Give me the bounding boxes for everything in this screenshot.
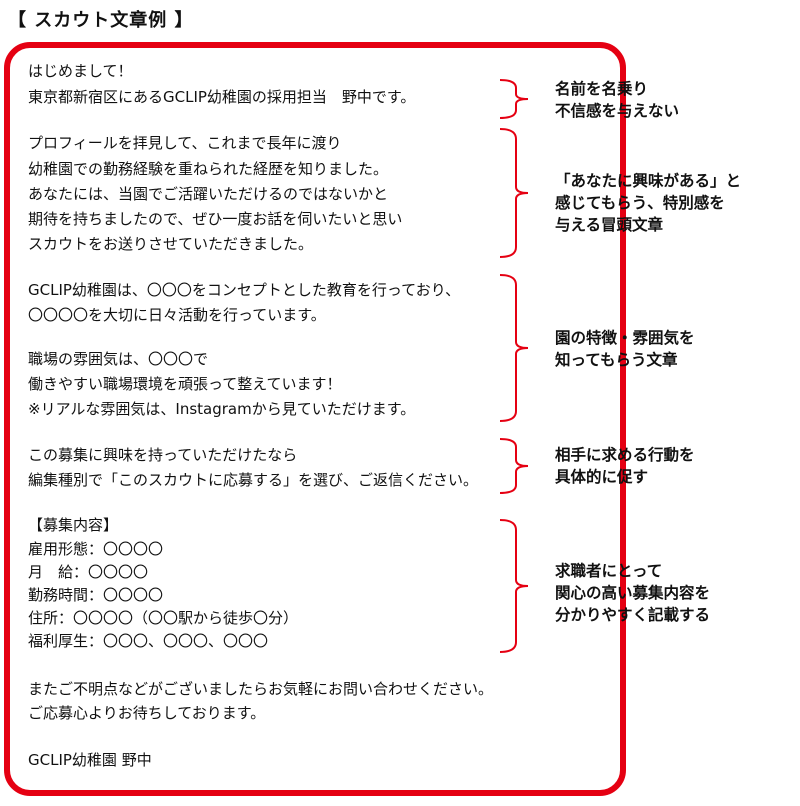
- annotation-action: 相手に求める行動を 具体的に促す: [555, 444, 695, 488]
- letter-line: 勤務時間：〇〇〇〇: [28, 586, 164, 604]
- annotation-name-intro: 名前を名乗り 不信感を与えない: [555, 78, 679, 122]
- curly-bracket-icon: [499, 274, 529, 422]
- letter-line: スカウトをお送りさせていただきました。: [28, 235, 314, 253]
- letter-line: またご不明点などがございましたらお気軽にお問い合わせください。: [28, 680, 494, 698]
- letter-line: 職場の雰囲気は、〇〇〇で: [28, 350, 209, 368]
- letter-line: ※リアルな雰囲気は、Instagramから見ていただけます。: [28, 400, 416, 418]
- annotation-line: 分かりやすく記載する: [555, 606, 711, 624]
- letter-line: 編集種別で「このスカウトに応募する」を選び、ご返信ください。: [28, 471, 479, 489]
- annotation-line: 感じてもらう、特別感を: [555, 194, 725, 212]
- letter-line: あなたには、当園でご活躍いただけるのではないかと: [28, 185, 389, 203]
- annotation-line: 不信感を与えない: [555, 102, 680, 120]
- letter-line: 〇〇〇〇を大切に日々活動を行っています。: [28, 306, 326, 324]
- letter-line: 住所：〇〇〇〇（〇〇駅から徒歩〇分）: [28, 609, 299, 627]
- letter-line: プロフィールを拝見して、これまで長年に渡り: [28, 134, 342, 152]
- letter-line: 幼稚園での勤務経験を重ねられた経歴を知りました。: [28, 160, 389, 178]
- letter-signature: GCLIP幼稚園 野中: [28, 751, 152, 769]
- letter-line: 東京都新宿区にあるGCLIP幼稚園の採用担当 野中です。: [28, 88, 416, 106]
- annotation-line: 関心の高い募集内容を: [555, 584, 711, 602]
- annotation-line: 相手に求める行動を: [555, 446, 695, 464]
- annotation-line: 具体的に促す: [555, 468, 649, 486]
- annotation-line: 求職者にとって: [555, 562, 663, 580]
- letter-line: はじめまして！: [28, 62, 133, 80]
- annotation-line: 知ってもらう文章: [555, 351, 678, 369]
- curly-bracket-icon: [499, 438, 529, 494]
- curly-bracket-icon: [499, 128, 529, 258]
- annotation-details: 求職者にとって 関心の高い募集内容を 分かりやすく記載する: [555, 560, 710, 626]
- letter-line: 【募集内容】: [28, 516, 119, 534]
- annotation-opening: 「あなたに興味がある」と 感じてもらう、特別感を 与える冒頭文章: [555, 170, 741, 236]
- annotation-features: 園の特徴・雰囲気を 知ってもらう文章: [555, 327, 695, 371]
- annotation-line: 名前を名乗り: [555, 80, 649, 98]
- letter-line: ご応募心よりお待ちしております。: [28, 704, 266, 722]
- curly-bracket-icon: [499, 519, 529, 653]
- letter-frame: [4, 42, 626, 796]
- letter-line: この募集に興味を持っていただけたなら: [28, 446, 298, 464]
- page-title: 【 スカウト文章例 】: [8, 10, 194, 31]
- letter-line: GCLIP幼稚園は、〇〇〇をコンセプトとした教育を行っており、: [28, 281, 461, 299]
- letter-line: 雇用形態：〇〇〇〇: [28, 540, 164, 558]
- letter-line: 福利厚生：〇〇〇、〇〇〇、〇〇〇: [28, 632, 269, 650]
- annotation-line: 与える冒頭文章: [555, 216, 664, 234]
- curly-bracket-icon: [499, 79, 529, 119]
- annotation-line: 園の特徴・雰囲気を: [555, 329, 695, 347]
- letter-line: 働きやすい職場環境を頑張って整えています！: [28, 375, 342, 393]
- letter-line: 期待を持ちましたので、ぜひ一度お話を伺いたいと思い: [28, 210, 403, 228]
- letter-line: 月 給：〇〇〇〇: [28, 563, 149, 581]
- annotation-line: 「あなたに興味がある」と: [555, 172, 742, 190]
